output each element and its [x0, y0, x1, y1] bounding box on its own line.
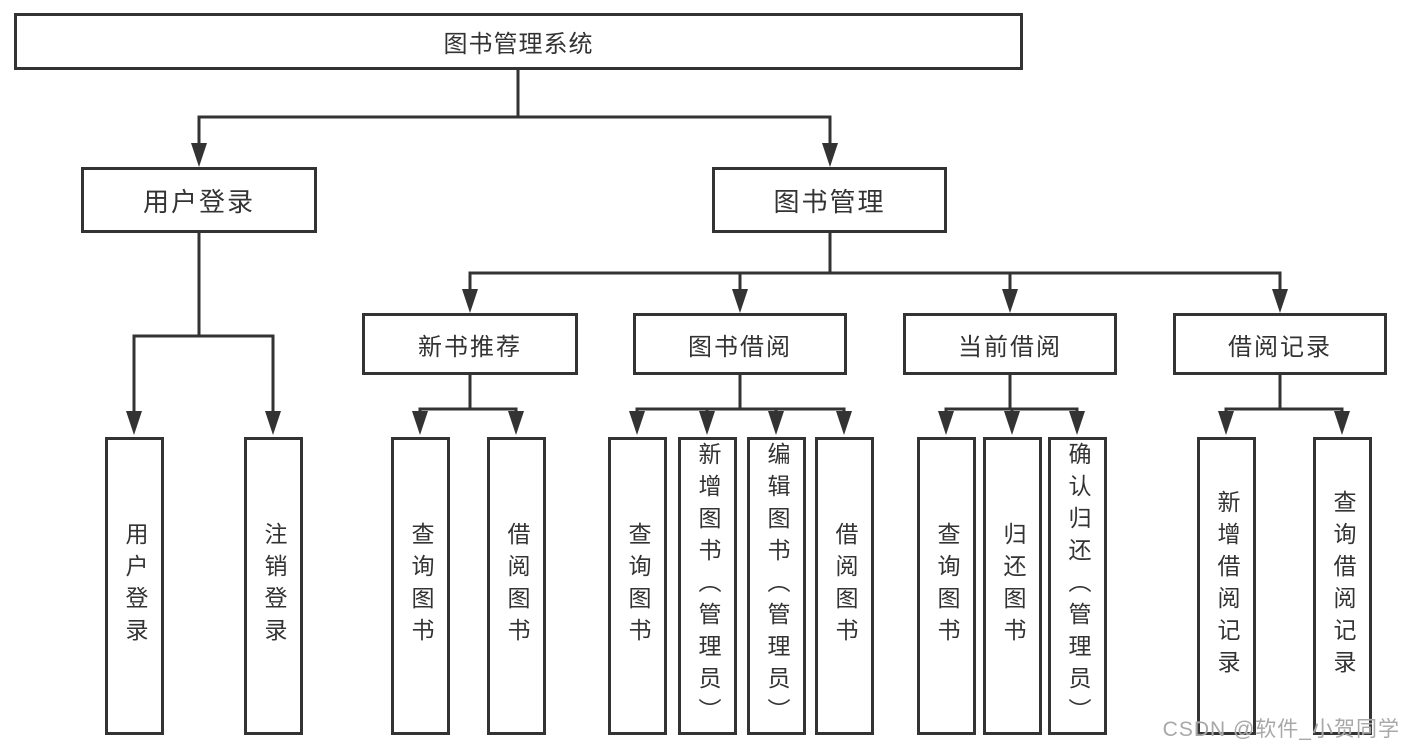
- leaf-confirm-return-admin: 确认归还（管理员）: [1048, 437, 1107, 735]
- leaf-confirm-return-admin-label: 确认归还（管理员）: [1065, 442, 1091, 730]
- leaf-recommend-query-book: 查询图书: [391, 437, 450, 735]
- connector-borrowrecord-to-leaves: [1218, 375, 1350, 435]
- leaf-edit-book-admin-label: 编辑图书（管理员）: [764, 442, 790, 730]
- leaf-user-login: 用户登录: [105, 437, 164, 735]
- node-user-login: 用户登录: [81, 167, 317, 233]
- connector-newbookrec-to-leaves: [412, 375, 524, 435]
- leaf-query-borrow-record-label: 查询借阅记录: [1330, 490, 1356, 682]
- node-root-system: 图书管理系统: [14, 13, 1023, 70]
- connector-currentborrow-to-leaves: [938, 375, 1085, 435]
- node-current-borrow-label: 当前借阅: [958, 333, 1062, 361]
- leaf-recommend-borrow-book-label: 借阅图书: [504, 522, 530, 650]
- leaf-user-login-label: 用户登录: [122, 522, 148, 650]
- leaf-logout: 注销登录: [244, 437, 303, 735]
- node-borrow-record-label: 借阅记录: [1228, 333, 1332, 361]
- leaf-recommend-query-book-label: 查询图书: [408, 522, 434, 650]
- leaf-borrow-query-book: 查询图书: [608, 437, 667, 735]
- leaf-edit-book-admin: 编辑图书（管理员）: [747, 437, 806, 735]
- csdn-watermark: CSDN @软件_小贺同学: [1162, 718, 1400, 741]
- node-book-management-label: 图书管理: [773, 186, 886, 217]
- leaf-add-book-admin-label: 新增图书（管理员）: [695, 442, 721, 730]
- leaf-current-query-book: 查询图书: [917, 437, 976, 735]
- node-book-borrow-label: 图书借阅: [688, 333, 792, 361]
- leaf-logout-label: 注销登录: [261, 522, 287, 650]
- leaf-query-borrow-record: 查询借阅记录: [1313, 437, 1372, 735]
- connector-bookmgmt-to-level3: [462, 233, 1288, 313]
- leaf-current-query-book-label: 查询图书: [934, 522, 960, 650]
- connector-userlogin-to-leaves: [126, 233, 281, 435]
- leaf-recommend-borrow-book: 借阅图书: [487, 437, 546, 735]
- leaf-add-book-admin: 新增图书（管理员）: [678, 437, 737, 735]
- leaf-borrow-book: 借阅图书: [815, 437, 874, 735]
- leaf-borrow-book-label: 借阅图书: [832, 522, 858, 650]
- leaf-add-borrow-record: 新增借阅记录: [1197, 437, 1256, 735]
- node-root-label: 图书管理系统: [443, 31, 594, 58]
- leaf-add-borrow-record-label: 新增借阅记录: [1214, 490, 1240, 682]
- node-book-borrow: 图书借阅: [633, 313, 847, 375]
- node-borrow-record: 借阅记录: [1173, 313, 1387, 375]
- leaf-return-book: 归还图书: [983, 437, 1042, 735]
- connector-root-to-level2: [191, 70, 838, 167]
- node-new-book-recommend-label: 新书推荐: [418, 333, 522, 361]
- node-current-borrow: 当前借阅: [903, 313, 1117, 375]
- node-new-book-recommend: 新书推荐: [362, 313, 578, 375]
- node-book-management: 图书管理: [712, 167, 947, 233]
- node-user-login-label: 用户登录: [142, 186, 255, 217]
- leaf-return-book-label: 归还图书: [1000, 522, 1026, 650]
- connector-bookborrow-to-leaves: [629, 375, 852, 435]
- leaf-borrow-query-book-label: 查询图书: [625, 522, 651, 650]
